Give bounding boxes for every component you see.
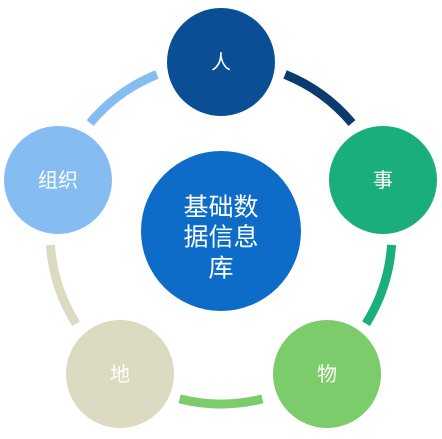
- ring-arcs: [45, 70, 397, 409]
- node-label-person: 人: [211, 50, 231, 74]
- node-circle-object: [273, 320, 381, 428]
- center-circle: [141, 151, 301, 311]
- node-circle-event: [329, 126, 437, 234]
- arc-person-to-event: [283, 70, 356, 127]
- node-circle-place: [66, 320, 174, 428]
- arc-place-to-organization: [45, 244, 80, 327]
- node-organization: 组织: [4, 126, 112, 234]
- center-hub: 基础数 据信息 库: [141, 151, 301, 311]
- center-label-line-3: 库: [208, 254, 233, 283]
- node-label-object: 物: [317, 362, 337, 386]
- node-label-event: 事: [373, 168, 393, 192]
- node-place: 地: [66, 320, 174, 428]
- node-circle-person: [167, 8, 275, 116]
- node-object: 物: [273, 320, 381, 428]
- node-event: 事: [329, 126, 437, 234]
- arc-object-to-place: [178, 394, 264, 409]
- arc-event-to-object: [362, 244, 397, 327]
- node-circle-organization: [4, 126, 112, 234]
- node-person: 人: [167, 8, 275, 116]
- node-label-place: 地: [110, 362, 130, 386]
- arc-organization-to-person: [86, 70, 159, 127]
- node-label-organization: 组织: [38, 168, 78, 192]
- center-label-line-1: 基础数: [183, 193, 258, 222]
- center-label-line-2: 据信息: [183, 223, 258, 252]
